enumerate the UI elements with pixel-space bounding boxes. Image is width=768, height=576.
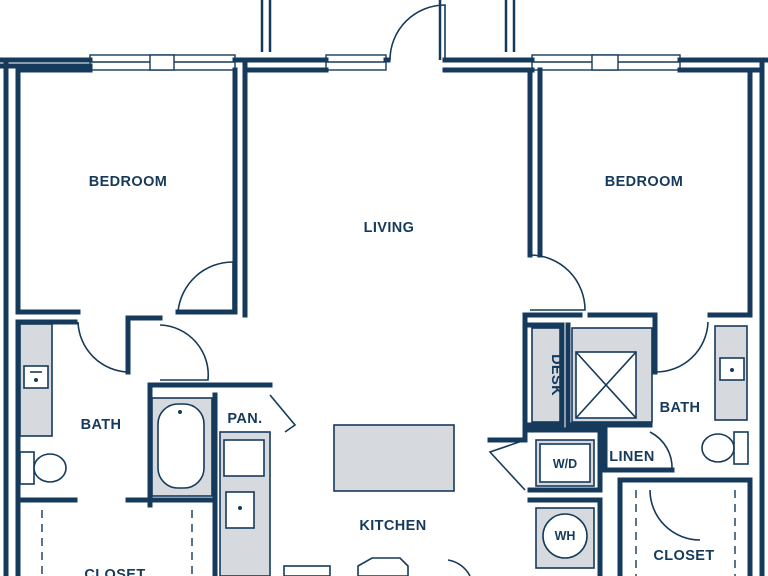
hall-door-swing-icon xyxy=(159,324,210,381)
door-swings xyxy=(77,4,709,576)
desk xyxy=(531,327,561,423)
pantry-box xyxy=(223,439,265,477)
wd-door-swing-icon xyxy=(488,439,526,491)
fixtures xyxy=(19,323,749,576)
label-desk: DESK xyxy=(548,354,564,396)
right-service-walls xyxy=(527,322,753,576)
fridge-icon xyxy=(357,557,409,576)
label-bath-right: BATH xyxy=(660,400,701,416)
right-bedroom-walls xyxy=(537,67,753,375)
label-living: LIVING xyxy=(364,220,415,236)
left-bath-door-swing-icon xyxy=(77,321,129,373)
label-washer-dryer: W/D xyxy=(553,457,577,471)
room-labels: BEDROOM LIVING BEDROOM BATH PAN. KITCHEN… xyxy=(81,174,715,576)
toilet-icon xyxy=(19,451,67,485)
label-kitchen: KITCHEN xyxy=(359,518,426,534)
windows xyxy=(89,54,681,71)
label-linen: LINEN xyxy=(609,449,655,465)
living-walls xyxy=(487,67,583,443)
label-water-heater: WH xyxy=(555,529,576,543)
sink-icon xyxy=(23,365,49,389)
water-heater-icon xyxy=(542,513,588,559)
kitchen-island-icon xyxy=(333,424,455,492)
right-bedroom-door-swing-icon xyxy=(529,254,586,311)
closet-door-swing-icon xyxy=(649,489,701,541)
bathtub-icon xyxy=(151,397,213,497)
label-pantry: PAN. xyxy=(227,411,262,427)
linen-door-swing-icon xyxy=(649,431,673,471)
closet-shelving xyxy=(41,490,736,576)
toilet-right-icon xyxy=(701,431,749,465)
label-closet-right: CLOSET xyxy=(653,548,714,564)
pantry-door-swing-icon xyxy=(269,394,297,433)
entry-door-swing-icon xyxy=(389,4,446,61)
kitchen-door-swing-icon xyxy=(447,559,471,576)
label-bedroom-left: BEDROOM xyxy=(89,174,168,190)
left-bedroom-walls xyxy=(15,57,329,375)
label-bedroom-right: BEDROOM xyxy=(605,174,684,190)
right-bath-door-swing-icon xyxy=(654,321,709,373)
kitchen-sink-icon xyxy=(225,491,255,529)
label-closet-left: CLOSET xyxy=(84,567,145,576)
left-bath-walls xyxy=(15,319,273,576)
label-bath-left: BATH xyxy=(81,417,122,433)
shower-icon xyxy=(571,327,653,423)
left-bedroom-door-swing-icon xyxy=(177,261,234,313)
range-icon xyxy=(283,565,331,576)
